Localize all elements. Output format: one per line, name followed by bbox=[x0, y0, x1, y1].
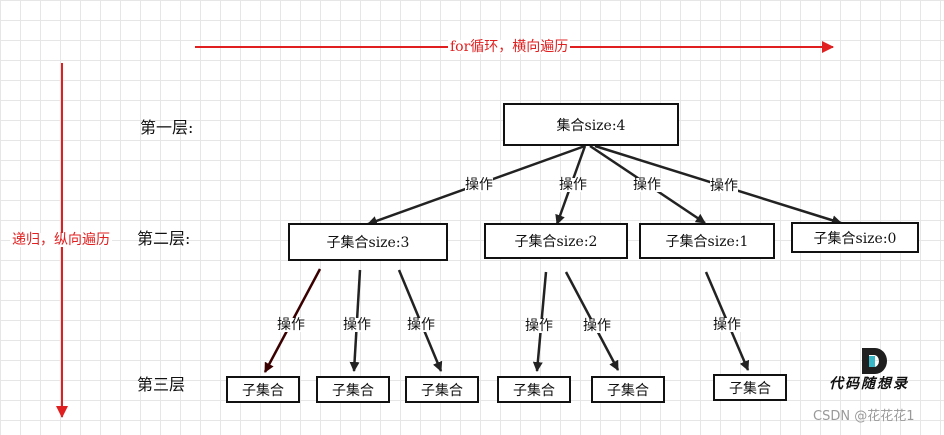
level3-node: 子集合 bbox=[591, 376, 665, 403]
logo-icon bbox=[862, 348, 887, 374]
edge-label: 操作 bbox=[559, 177, 587, 193]
level3-node: 子集合 bbox=[316, 376, 390, 403]
horizontal-arrow-label: for循环，横向遍历 bbox=[448, 39, 571, 55]
level3-node: 子集合 bbox=[497, 376, 571, 403]
level-3-label: 第三层 bbox=[137, 375, 186, 394]
edge-label: 操作 bbox=[277, 317, 305, 333]
logo-text: 代码随想录 bbox=[829, 376, 909, 392]
level2-node: 子集合size:1 bbox=[639, 223, 775, 259]
edge-label: 操作 bbox=[710, 178, 738, 194]
root-node: 集合size:4 bbox=[503, 103, 679, 146]
level-2-label: 第二层: bbox=[137, 229, 191, 248]
level3-node: 子集合 bbox=[405, 376, 479, 403]
level3-node: 子集合 bbox=[713, 374, 787, 401]
edge-label: 操作 bbox=[465, 177, 493, 193]
edge-label: 操作 bbox=[583, 318, 611, 334]
edge-label: 操作 bbox=[713, 317, 741, 333]
edge-label: 操作 bbox=[633, 177, 661, 193]
level-1-label: 第一层: bbox=[140, 118, 194, 137]
edge-label: 操作 bbox=[525, 318, 553, 334]
edge-label: 操作 bbox=[407, 317, 435, 333]
level2-node: 子集合size:3 bbox=[288, 223, 448, 261]
vertical-arrow-label: 递归，纵向遍历 bbox=[10, 232, 112, 248]
level2-node: 子集合size:0 bbox=[791, 222, 919, 253]
level2-node: 子集合size:2 bbox=[484, 223, 628, 259]
level3-node: 子集合 bbox=[226, 376, 300, 403]
csdn-credit: CSDN @花花花1 bbox=[813, 409, 915, 424]
edge-label: 操作 bbox=[343, 317, 371, 333]
